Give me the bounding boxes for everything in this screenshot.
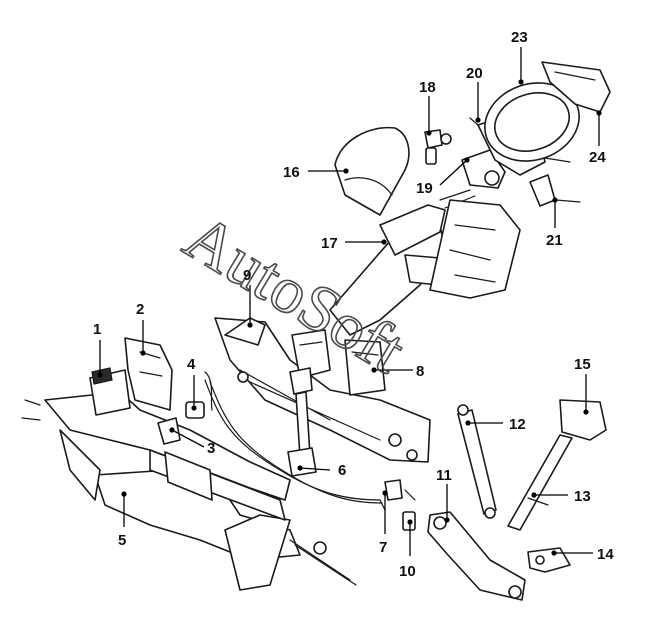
callout-19: 19 bbox=[416, 180, 433, 197]
callout-16: 16 bbox=[283, 164, 300, 181]
callout-15: 15 bbox=[574, 356, 591, 373]
leader-lines bbox=[97, 47, 602, 556]
part-link-bracket bbox=[384, 479, 403, 501]
part-front-crossmember bbox=[21, 391, 301, 591]
callout-5: 5 bbox=[118, 532, 126, 549]
callout-20: 20 bbox=[466, 65, 483, 82]
callout-18: 18 bbox=[419, 79, 436, 96]
part-steering-rack bbox=[149, 449, 357, 586]
callout-8: 8 bbox=[416, 363, 424, 380]
part-strut-mount bbox=[559, 399, 607, 441]
part-column-lower-bracket bbox=[291, 329, 386, 396]
part-intermediate-shaft bbox=[287, 367, 317, 477]
callout-12: 12 bbox=[509, 416, 526, 433]
callout-7: 7 bbox=[379, 539, 387, 556]
callout-6: 6 bbox=[338, 462, 346, 479]
part-crossmember-beam bbox=[214, 317, 431, 463]
callout-23: 23 bbox=[511, 29, 528, 46]
callout-1: 1 bbox=[93, 321, 101, 338]
part-lower-control-arm bbox=[427, 511, 526, 601]
callout-14: 14 bbox=[597, 546, 614, 563]
part-engine-mount-left bbox=[89, 367, 131, 416]
part-strut bbox=[507, 434, 573, 531]
part-steering-column bbox=[329, 189, 476, 336]
part-stabilizer-bar bbox=[204, 379, 386, 511]
part-stabilizer-clamp bbox=[157, 417, 181, 445]
callout-17: 17 bbox=[321, 235, 338, 252]
callout-21: 21 bbox=[546, 232, 563, 249]
callout-4: 4 bbox=[187, 356, 196, 373]
callout-9: 9 bbox=[243, 267, 251, 284]
callout-24: 24 bbox=[589, 149, 606, 166]
callout-3: 3 bbox=[207, 440, 215, 457]
part-column-shroud bbox=[334, 126, 410, 216]
callout-13: 13 bbox=[574, 488, 591, 505]
callout-2: 2 bbox=[136, 301, 144, 318]
part-shock-absorber bbox=[457, 404, 497, 519]
callout-10: 10 bbox=[399, 563, 416, 580]
part-ball-joint bbox=[527, 547, 571, 573]
part-column-support-bracket bbox=[429, 199, 521, 299]
part-engine-mount-bracket bbox=[124, 337, 173, 411]
part-stabilizer-bushing bbox=[185, 371, 213, 419]
callout-11: 11 bbox=[436, 467, 452, 484]
part-steering-wheel bbox=[484, 82, 580, 162]
